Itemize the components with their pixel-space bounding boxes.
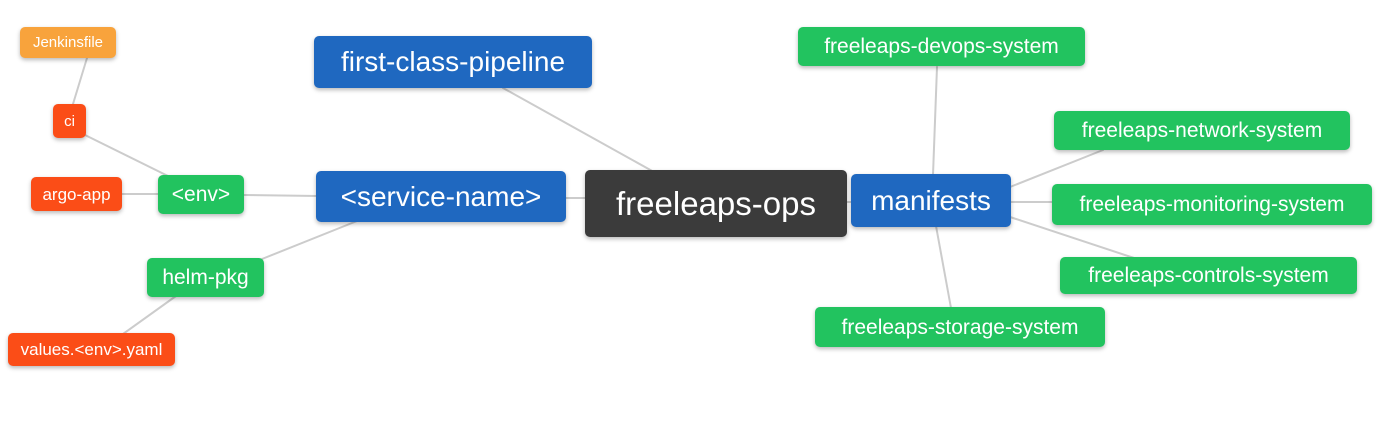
node-ci[interactable]: ci [53,104,86,138]
node-argo-app[interactable]: argo-app [31,177,122,211]
node-service-name[interactable]: <service-name> [316,171,566,222]
edge-manifests-freeleaps-storage-system [935,225,952,309]
node-freeleaps-devops-system[interactable]: freeleaps-devops-system [798,27,1085,66]
edge-manifests-freeleaps-devops-system [932,66,938,176]
edge-jenkinsfile-ci [72,57,88,105]
edge-env-service-name [242,194,319,197]
node-values-env-yaml[interactable]: values.<env>.yaml [8,333,175,366]
edge-first-class-pipeline-freeleaps-ops [502,87,655,173]
node-env[interactable]: <env> [158,175,244,214]
node-freeleaps-monitoring-system[interactable]: freeleaps-monitoring-system [1052,184,1372,225]
node-freeleaps-storage-system[interactable]: freeleaps-storage-system [815,307,1105,347]
edge-ci-env [84,134,171,178]
node-freeleaps-network-system[interactable]: freeleaps-network-system [1054,111,1350,150]
edge-service-name-helm-pkg [261,220,358,260]
edge-manifests-freeleaps-controls-system [1009,216,1135,259]
edge-manifests-freeleaps-network-system [1009,149,1104,188]
node-helm-pkg[interactable]: helm-pkg [147,258,264,297]
node-first-class-pipeline[interactable]: first-class-pipeline [314,36,592,88]
node-freeleaps-ops[interactable]: freeleaps-ops [585,170,847,237]
node-manifests[interactable]: manifests [851,174,1011,227]
edge-helm-pkg-values-env-yaml [122,295,177,335]
node-freeleaps-controls-system[interactable]: freeleaps-controls-system [1060,257,1357,294]
node-jenkinsfile[interactable]: Jenkinsfile [20,27,116,58]
